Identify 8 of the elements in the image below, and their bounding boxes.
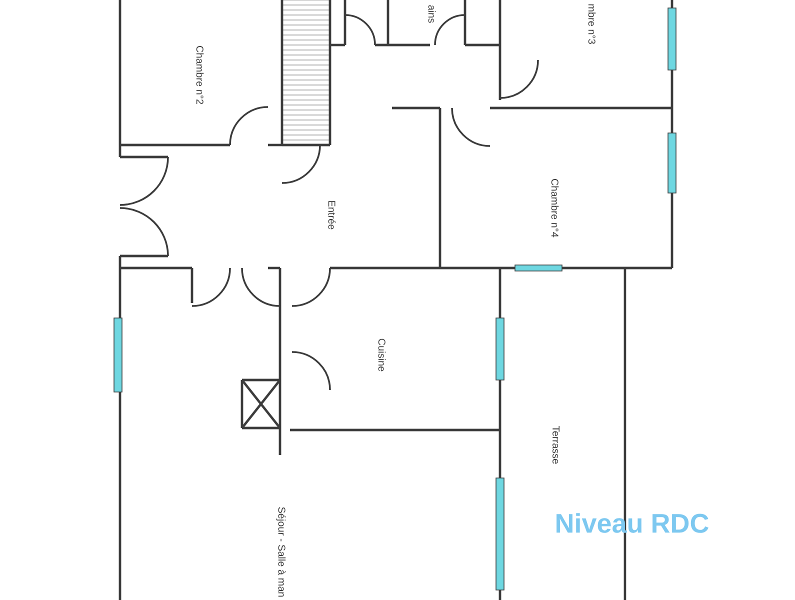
room-label: Séjour - Salle à man xyxy=(276,507,286,597)
room-label: ains xyxy=(428,5,436,23)
room-label: Terrasse xyxy=(552,426,560,464)
room-label: Chambre n°4 xyxy=(551,179,559,238)
room-label: Cuisine xyxy=(378,338,386,372)
room-label: Entrée xyxy=(328,201,336,230)
room-label: mbre n°3 xyxy=(588,4,596,44)
room-label: Chambre n°2 xyxy=(196,46,204,104)
